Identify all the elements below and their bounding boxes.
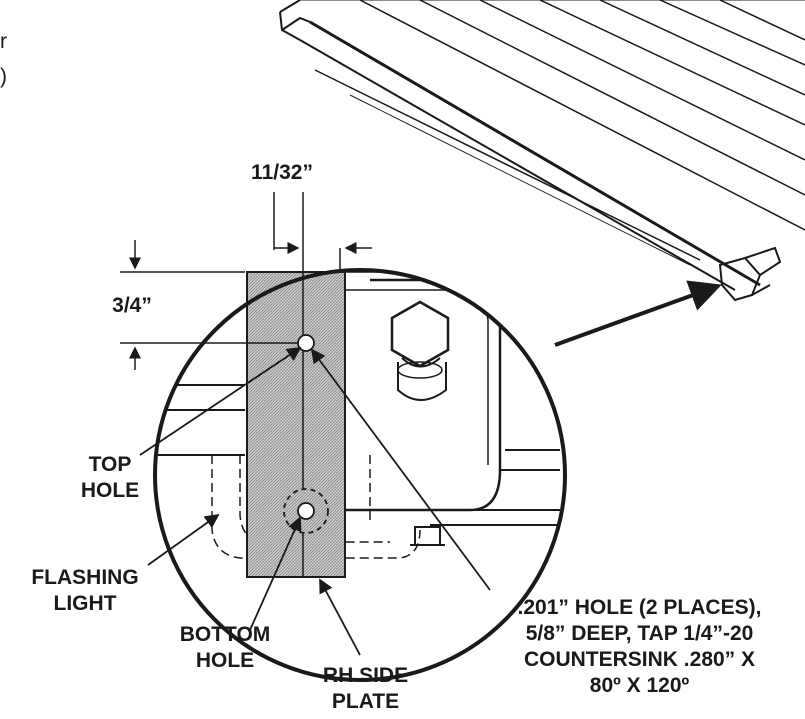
label-flashing-light-line2: LIGHT: [53, 592, 117, 615]
label-rh-side-plate: RH SIDE PLATE: [308, 663, 423, 715]
label-flashing-light: FLASHING LIGHT: [10, 565, 160, 617]
dimension-height-label: 3/4”: [112, 294, 152, 317]
cropped-text-fragment-1: r: [0, 30, 7, 53]
label-flashing-light-line1: FLASHING: [31, 566, 139, 589]
dimension-width-label: 11/32”: [251, 161, 313, 184]
label-top-hole-line1: TOP: [88, 453, 132, 476]
label-bottom-hole-line2: HOLE: [195, 649, 255, 672]
hole-spec-line3: COUNTERSINK .280” X: [523, 648, 756, 671]
hole-spec-line1: .201” HOLE (2 PLACES),: [517, 596, 762, 619]
hole-spec-line2: 5/8” DEEP, TAP 1/4”-20: [525, 622, 754, 645]
dimension-width: [273, 192, 372, 254]
dimension-height: [120, 240, 298, 370]
detail-pointer-arrow: [554, 280, 722, 347]
label-bottom-hole-line1: BOTTOM: [179, 623, 271, 646]
label-top-hole: TOP HOLE: [70, 452, 150, 504]
label-rh-side-plate-line2: PLATE: [331, 690, 400, 713]
hole-spec-line4: 80º X 120º: [589, 674, 690, 697]
rail-assembly: [279, 0, 805, 302]
detail-circle: [153, 268, 567, 682]
label-hole-specification: .201” HOLE (2 PLACES), 5/8” DEEP, TAP 1/…: [482, 595, 797, 699]
label-top-hole-line2: HOLE: [80, 479, 140, 502]
cropped-text-fragment-2: ): [0, 65, 7, 88]
label-rh-side-plate-line1: RH SIDE: [322, 664, 409, 687]
bottom-hole: [297, 502, 315, 520]
leader-lines: [139, 346, 491, 656]
label-bottom-hole: BOTTOM HOLE: [160, 622, 290, 674]
detail-view: [155, 270, 560, 559]
